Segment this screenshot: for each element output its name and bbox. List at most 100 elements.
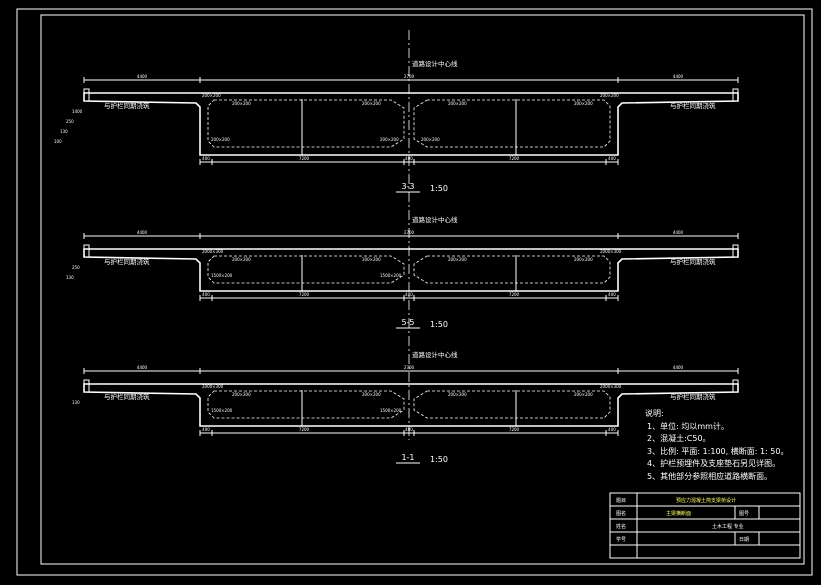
- callout-label: 1500×200: [380, 408, 402, 413]
- tb-label-number: 图号: [739, 511, 749, 517]
- note-item: 3、比例: 平面: 1:100, 横断面: 1: 50。: [647, 446, 788, 456]
- box-cell-left: [207, 255, 405, 284]
- dimension-text: 400: [405, 427, 413, 432]
- notes-heading: 说明:: [645, 408, 664, 418]
- section-title: 1-1: [401, 453, 414, 462]
- box-cell-left: [207, 99, 405, 148]
- dimension-text: 7200: [509, 292, 520, 297]
- dimension-text: 7200: [299, 427, 310, 432]
- side-label-left: 与护栏同期浇筑: [104, 101, 150, 110]
- callout-label: 200×200: [574, 101, 593, 106]
- centerline-label: 道路设计中心线: [412, 59, 458, 68]
- note-item: 1、单位: 均以mm计。: [647, 421, 729, 431]
- dimension-text: 2700: [404, 74, 415, 79]
- height-dimension: 100: [54, 139, 62, 144]
- tb-label-date: 日期: [739, 537, 749, 543]
- centerline-label: 道路设计中心线: [412, 215, 458, 224]
- side-label-right: 与护栏同期浇筑: [670, 257, 716, 266]
- tb-value-title: 预应力混凝土简支梁桥设计: [676, 497, 736, 504]
- side-label-left: 与护栏同期浇筑: [104, 392, 150, 401]
- height-dimension: 1400: [72, 109, 83, 114]
- dimension-text: 4400: [137, 365, 148, 370]
- tb-label-student-id: 学号: [616, 536, 626, 543]
- centerline-label: 道路设计中心线: [412, 350, 458, 359]
- callout-label: 200×200: [448, 257, 467, 262]
- parapet-right: [732, 244, 739, 258]
- dimension-text: 4400: [673, 230, 684, 235]
- section-scale: 1:50: [430, 320, 448, 329]
- note-item: 4、护栏预埋件及支座垫石另见详图。: [647, 458, 780, 468]
- callout-label: 200×200: [380, 137, 399, 142]
- inner-drawing-frame: [40, 14, 805, 565]
- tb-value-major: 土木工程 专业: [712, 523, 744, 530]
- section-scale: 1:50: [430, 184, 448, 193]
- outer-sheet-border: [16, 8, 813, 576]
- section-title: 3-3: [401, 182, 414, 191]
- box-girder-outline: [83, 383, 739, 427]
- height-dimension: 130: [60, 129, 68, 134]
- side-label-left: 与护栏同期浇筑: [104, 257, 150, 266]
- callout-label: 200×200: [362, 392, 381, 397]
- side-label-right: 与护栏同期浇筑: [670, 392, 716, 401]
- box-girder-outline: [83, 248, 739, 292]
- callout-label: 200×200: [421, 137, 440, 142]
- dimension-text: 400: [608, 156, 616, 161]
- section-scale: 1:50: [430, 455, 448, 464]
- callout-label: 200×200: [232, 257, 251, 262]
- dimension-text: 4400: [673, 74, 684, 79]
- callout-label: 200×200: [600, 93, 619, 98]
- notes-block: 说明: 1、单位: 均以mm计。 2、混凝土:C50。 3、比例: 平面: 1:…: [645, 408, 788, 481]
- height-dimension: 250: [72, 265, 80, 270]
- dimension-text: 400: [405, 156, 413, 161]
- dimension-text: 7200: [509, 156, 520, 161]
- callout-label: 200×200: [232, 101, 251, 106]
- callout-label: 200×200: [362, 101, 381, 106]
- parapet-left: [83, 379, 90, 393]
- dimension-text: 400: [202, 156, 210, 161]
- title-block-frame: [609, 492, 801, 559]
- callout-label: 2000×300: [600, 384, 622, 389]
- title-block: 题目 预应力混凝土简支梁桥设计 图名 主梁横断面 图号 姓名 土木工程 专业 学…: [609, 492, 801, 559]
- dimension-text: 400: [202, 427, 210, 432]
- callout-label: 200×200: [211, 137, 230, 142]
- dimension-text: 7200: [299, 156, 310, 161]
- dimension-text: 7200: [299, 292, 310, 297]
- dimension-text: 7200: [509, 427, 520, 432]
- callout-label: 200×200: [232, 392, 251, 397]
- parapet-left: [83, 88, 90, 102]
- section-title: 5-5: [401, 318, 414, 327]
- callout-label: 200×200: [574, 257, 593, 262]
- dimension-text: 4400: [137, 74, 148, 79]
- dimension-text: 4400: [137, 230, 148, 235]
- callout-label: 200×200: [574, 392, 593, 397]
- callout-label: 200×200: [202, 93, 221, 98]
- callout-label: 1500×200: [211, 273, 233, 278]
- box-cell-right: [413, 99, 611, 148]
- box-cell-left: [207, 390, 405, 419]
- dimension-text: 400: [608, 292, 616, 297]
- callout-label: 200×200: [448, 392, 467, 397]
- parapet-right: [732, 379, 739, 393]
- dimension-text: 400: [405, 292, 413, 297]
- callout-label: 200×200: [448, 101, 467, 106]
- dimension-text: 2700: [404, 230, 415, 235]
- callout-label: 200×200: [362, 257, 381, 262]
- callout-label: 1500×200: [380, 273, 402, 278]
- dimension-text: 400: [608, 427, 616, 432]
- tb-label-title: 题目: [616, 498, 626, 504]
- height-dimension: 130: [66, 275, 74, 280]
- callout-label: 2000×300: [600, 249, 622, 254]
- dimension-text: 400: [202, 292, 210, 297]
- tb-label-drawing: 图名: [616, 510, 626, 517]
- parapet-right: [732, 88, 739, 102]
- tb-label-name: 姓名: [616, 523, 626, 530]
- height-dimension: 250: [66, 119, 74, 124]
- dimension-text: 2700: [404, 365, 415, 370]
- callout-label: 1500×200: [211, 408, 233, 413]
- note-item: 2、混凝土:C50。: [647, 433, 711, 443]
- box-girder-outline: [83, 92, 739, 156]
